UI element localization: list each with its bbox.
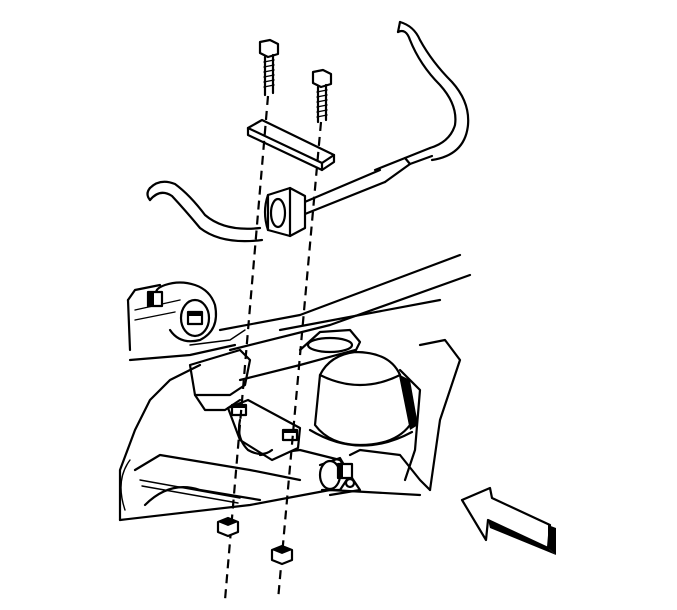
stabilizer-link <box>318 456 356 492</box>
bushing <box>263 186 307 238</box>
stabilizer-bar <box>146 20 470 243</box>
bolt-left <box>258 38 280 97</box>
control-arm-pivot <box>146 281 218 343</box>
nut-left <box>216 516 240 538</box>
nut-right <box>270 544 294 566</box>
direction-arrow <box>460 486 556 555</box>
lower-control-arm <box>118 283 422 522</box>
bracket <box>246 118 336 172</box>
alignment-lines <box>223 95 323 601</box>
jounce-bumper <box>308 350 418 447</box>
bolt-right <box>311 68 333 124</box>
